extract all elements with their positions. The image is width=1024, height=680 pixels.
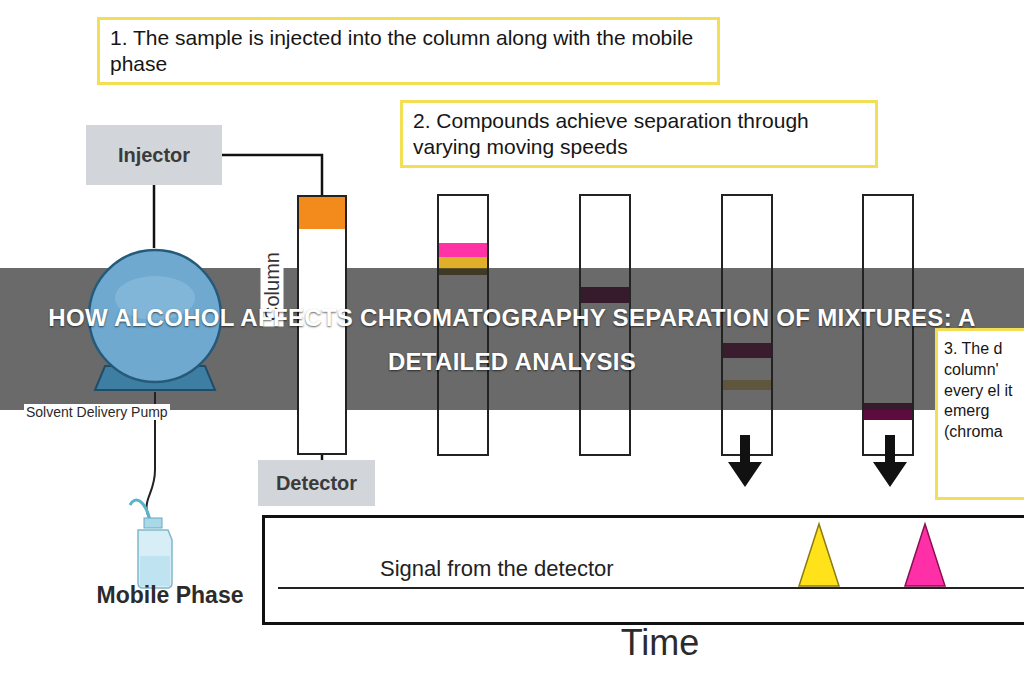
node-text: Injector	[118, 144, 190, 167]
solvent-bottle	[138, 518, 172, 588]
bottle-tube	[130, 500, 150, 520]
step-note: 2. Compounds achieve separation through …	[400, 100, 878, 168]
pump-symbol: Solvent Delivery Pump	[20, 248, 235, 428]
tubing-line	[153, 185, 156, 248]
signal-panel: Signal from the detector	[262, 515, 1024, 625]
peak-pink	[905, 524, 945, 586]
node-text: 2. Compounds achieve separation through …	[413, 108, 865, 159]
tubing-line	[222, 155, 322, 195]
node-text: Signal from the detector	[377, 556, 617, 582]
peak-yellow	[799, 524, 839, 586]
mobile-phase-label: Mobile Phase	[95, 582, 245, 608]
step-note: 3. The d column' every el it emerg (chro…	[935, 328, 1024, 500]
node-text: Detector	[276, 472, 357, 495]
banner-title: HOW ALCOHOL AFFECTS CHROMATOGRAPHY SEPAR…	[40, 296, 984, 384]
sample-band	[299, 197, 345, 229]
node-text: 3. The d column' every el it emerg (chro…	[944, 339, 1016, 443]
axis-label: Time	[560, 622, 760, 663]
node-text: 1. The sample is injected into the colum…	[110, 25, 707, 76]
detector-box: Detector	[258, 460, 375, 506]
flow-arrows	[728, 435, 907, 487]
injector-box: Injector	[86, 125, 222, 185]
node-text: Solvent Delivery Pump	[24, 404, 170, 420]
signal-baseline	[278, 587, 1024, 589]
step-note: 1. The sample is injected into the colum…	[97, 17, 720, 85]
